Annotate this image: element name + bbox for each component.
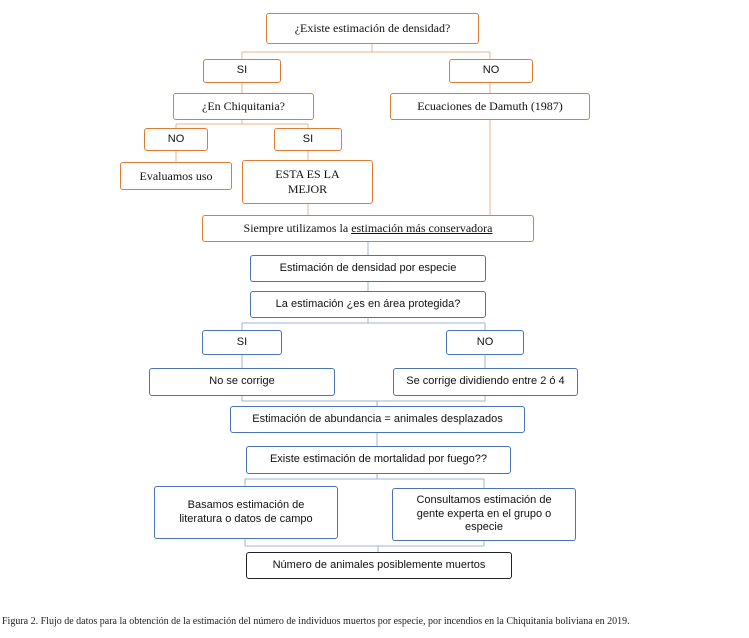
node-q-area-protegida: La estimación ¿es en área protegida? — [250, 291, 486, 318]
node-no-2: NO — [144, 128, 208, 151]
node-no-1: NO — [449, 59, 533, 83]
node-se-corrige: Se corrige dividiendo entre 2 ó 4 — [393, 368, 578, 396]
node-si-1: SI — [203, 59, 281, 83]
node-consultamos: Consultamos estimación de gente experta … — [392, 488, 576, 541]
node-no-3: NO — [446, 330, 524, 355]
node-q-density: ¿Existe estimación de densidad? — [266, 13, 479, 44]
node-q-chiquitania: ¿En Chiquitania? — [173, 93, 314, 120]
figure-caption: Figura 2. Flujo de datos para la obtenci… — [2, 616, 630, 627]
node-basamos: Basamos estimación de literatura o datos… — [154, 486, 338, 539]
node-evaluamos: Evaluamos uso — [120, 162, 232, 190]
node-si-2: SI — [274, 128, 342, 151]
node-esta-mejor: ESTA ES LA MEJOR — [242, 160, 373, 204]
node-siempre: Siempre utilizamos la estimación más con… — [202, 215, 534, 242]
node-est-densidad-especie: Estimación de densidad por especie — [250, 255, 486, 282]
node-siempre-prefix: Siempre utilizamos la — [243, 221, 352, 235]
node-est-abundancia: Estimación de abundancia = animales desp… — [230, 406, 525, 433]
node-si-3: SI — [202, 330, 282, 355]
node-q-mortalidad: Existe estimación de mortalidad por fueg… — [246, 446, 511, 474]
node-numero-muertos: Número de animales posiblemente muertos — [246, 552, 512, 579]
node-damuth: Ecuaciones de Damuth (1987) — [390, 93, 590, 120]
node-siempre-underlined: estimación más conservadora — [351, 221, 493, 235]
node-no-corrige: No se corrige — [149, 368, 335, 396]
